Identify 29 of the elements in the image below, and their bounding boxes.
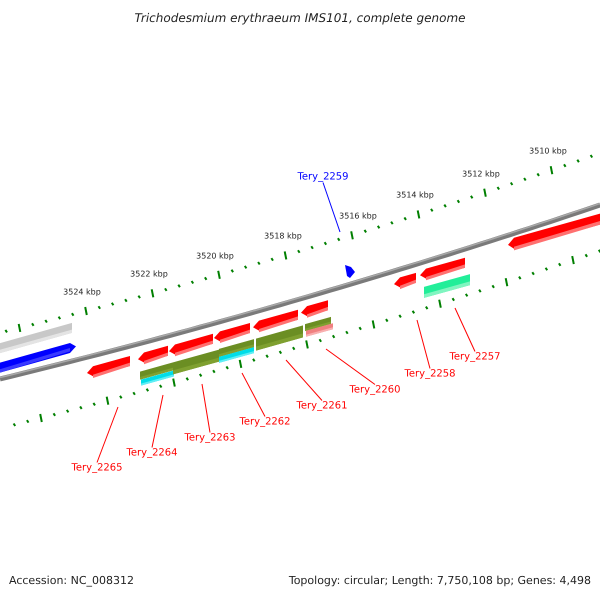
scale-label: 3524 kbp [63, 288, 101, 298]
scale-label: 3516 kbp [339, 212, 377, 222]
gene-label: Tery_2260 [349, 384, 401, 396]
map-title: Trichodesmium erythraeum IMS101, complete genome [134, 12, 466, 26]
gene-label: Tery_2257 [449, 352, 501, 362]
gene-label: Tery_2261 [296, 400, 348, 412]
scale-label: 3522 kbp [130, 270, 168, 280]
info-text: Accession: NC_008312 [9, 574, 134, 588]
leader-line [326, 348, 376, 385]
leader-line [322, 182, 340, 232]
leader-line [96, 406, 118, 463]
scale-label: 3510 kbp [529, 148, 567, 156]
gene-label: Tery_2258 [404, 368, 456, 380]
info-text: Topology: circular; Length: 7,750,108 bp; Genes: 4,498 [288, 574, 591, 588]
scale-label: 3514 kbp [396, 192, 434, 201]
gene-label: Tery_2259 [297, 172, 349, 182]
gene-label: Tery_2264 [126, 448, 178, 458]
scale-label: 3520 kbp [196, 252, 234, 262]
leader-line [242, 372, 266, 417]
gene-label: Tery_2262 [239, 416, 291, 428]
leader-line [416, 320, 430, 369]
leader-line [286, 360, 322, 401]
scale-label: 3512 kbp [462, 170, 500, 180]
gene-label: Tery_2265 [71, 462, 123, 474]
leader-line [454, 308, 476, 352]
scale-label: 3518 kbp [264, 232, 302, 242]
gene-label: Tery_2263 [184, 432, 236, 444]
leader-line [152, 394, 164, 448]
leader-line [202, 384, 210, 433]
